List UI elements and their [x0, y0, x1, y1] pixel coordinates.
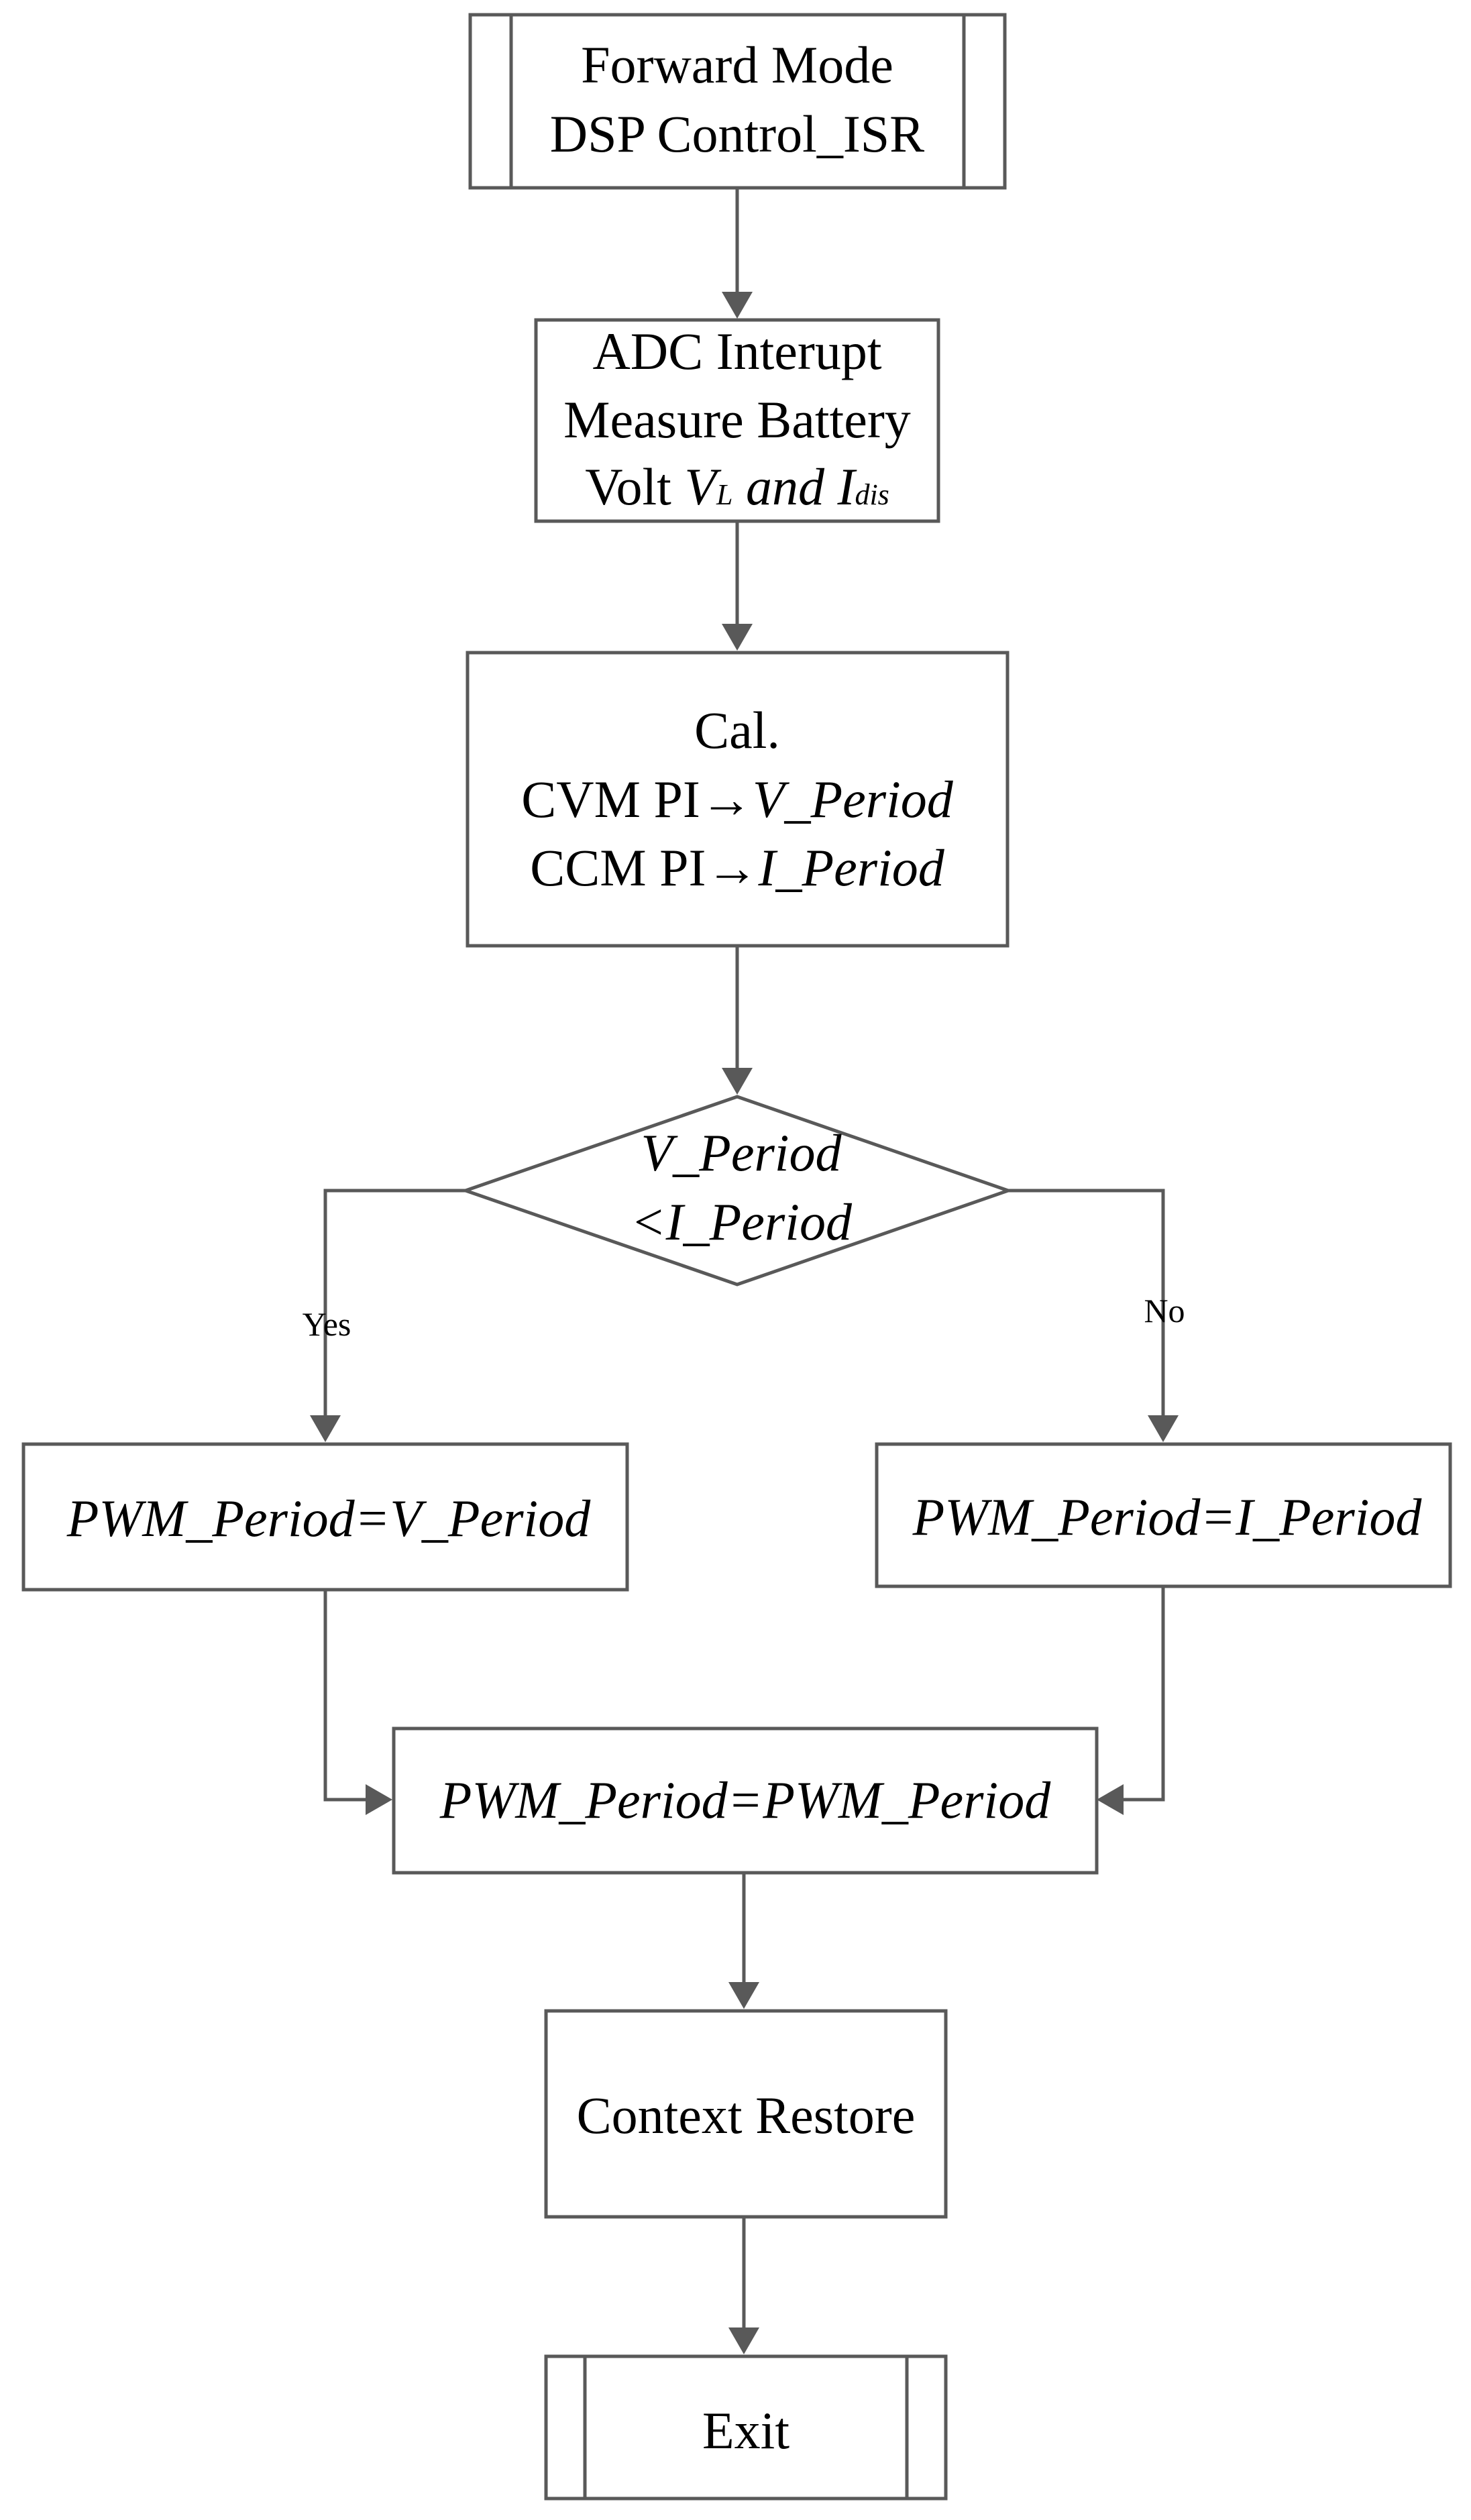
arrowhead-yes-box — [310, 1415, 341, 1442]
restore-text: Context Restore — [577, 2086, 916, 2144]
adc-line3: Volt VL and Idis — [585, 457, 889, 516]
calc-node: Cal. CVM PI→V_Period CCM PI→I_Period — [466, 651, 1010, 948]
connector-yes-branch — [323, 1189, 466, 1419]
no-box-text: PWM_Period=I_Period — [912, 1488, 1423, 1546]
arrowhead-merge-left — [366, 1784, 392, 1815]
start-title-line1: Forward Mode — [581, 36, 893, 94]
decision-line2: <I_Period — [631, 1193, 853, 1251]
yes-label: Yes — [303, 1305, 351, 1343]
decision-line1: V_Period — [641, 1124, 842, 1182]
no-box-node: PWM_Period=I_Period — [875, 1442, 1452, 1588]
calc-line2: CVM PI→V_Period — [521, 770, 954, 828]
arrowhead-exit — [728, 2327, 759, 2354]
arrowhead-restore — [728, 1982, 759, 2009]
connectors — [310, 188, 1179, 2354]
exit-node: Exit — [544, 2354, 948, 2501]
decision-node: V_Period <I_Period — [460, 1095, 1014, 1286]
adc-line2: Measure Battery — [563, 390, 911, 449]
connector-no-branch — [1008, 1189, 1165, 1419]
adc-node: ADC Interupt Measure Battery Volt VL and… — [534, 318, 940, 523]
connector-no-to-merge — [1120, 1586, 1165, 1802]
start-node: Forward Mode DSP Control_ISR — [468, 13, 1007, 190]
exit-text: Exit — [702, 2401, 789, 2460]
yes-box-node: PWM_Period=V_Period — [21, 1442, 629, 1592]
arrowhead-no-box — [1148, 1415, 1179, 1442]
connector-yes-to-merge — [323, 1590, 369, 1802]
calc-line1: Cal. — [694, 701, 780, 759]
arrowhead-decision — [722, 1068, 753, 1095]
arrowhead-calc — [722, 624, 753, 651]
calc-line3: CCM PI→I_Period — [530, 838, 945, 897]
arrowhead-merge-right — [1097, 1784, 1124, 1815]
no-label: No — [1144, 1292, 1185, 1329]
arrowhead-adc — [722, 292, 753, 319]
restore-node: Context Restore — [544, 2009, 948, 2219]
merge-text: PWM_Period=PWM_Period — [439, 1771, 1051, 1829]
adc-line1: ADC Interupt — [592, 322, 881, 380]
yes-box-text: PWM_Period=V_Period — [66, 1489, 591, 1547]
merge-node: PWM_Period=PWM_Period — [392, 1727, 1099, 1875]
start-title-line2: DSP Control_ISR — [550, 105, 924, 163]
